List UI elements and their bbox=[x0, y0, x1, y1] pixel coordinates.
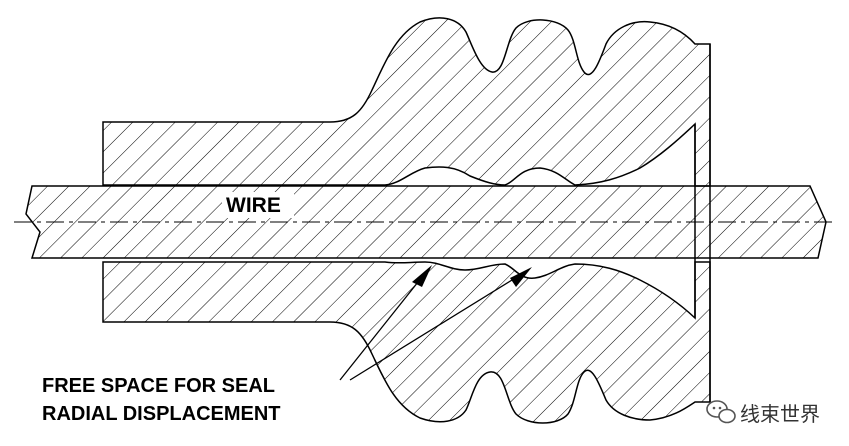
seal-lower-half bbox=[102, 261, 711, 424]
callout-arrowhead-2 bbox=[510, 267, 532, 287]
wire-label: WIRE bbox=[226, 194, 281, 217]
callout-label-line2: RADIAL DISPLACEMENT bbox=[42, 403, 281, 425]
callout-arrowhead-1 bbox=[412, 265, 432, 287]
seal-upper-half bbox=[102, 17, 711, 187]
wechat-icon bbox=[706, 400, 736, 424]
wire-label-bg bbox=[222, 192, 294, 218]
watermark-text: 线束世界 bbox=[740, 402, 820, 426]
callout-leader-1 bbox=[339, 271, 427, 381]
callout-leader-2 bbox=[349, 271, 526, 381]
callout-label-line1: FREE SPACE FOR SEAL bbox=[42, 375, 275, 397]
